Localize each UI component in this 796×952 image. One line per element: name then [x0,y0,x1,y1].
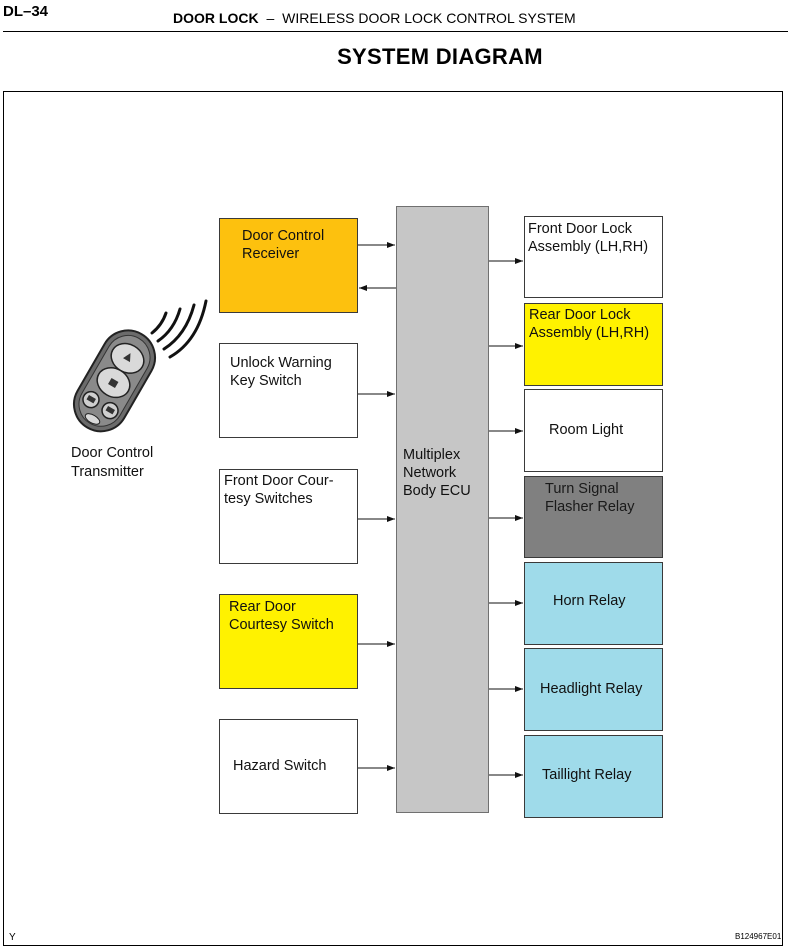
transmitter-label-line1: Door Control [71,445,154,461]
horn-line1: Horn Relay [553,593,626,609]
front-door-lock-box: Front Door Lock Assembly (LH,RH) [524,216,663,298]
diagram-frame [3,91,783,946]
rear-door-lock-box: Rear Door Lock Assembly (LH,RH) [524,303,663,386]
transmitter-label-line2: Transmitter [71,464,144,480]
unlock-warning-switch-box: Unlock Warning Key Switch [219,343,358,438]
transmitter-label: Door Control Transmitter [71,444,153,482]
turn-signal-line2: Flasher Relay [545,499,635,515]
ecu-line2: Network [403,465,457,481]
page-id: DL–34 [3,3,49,20]
horn-relay-box: Horn Relay [524,562,663,645]
rear-door-courtesy-switch-box: Rear Door Courtesy Switch [219,594,358,689]
corner-mark: Y [9,932,16,943]
body-ecu-box: Multiplex Network Body ECU [396,206,489,813]
unlock-warning-line1: Unlock Warning [230,355,332,371]
receiver-line1: Door Control [242,228,325,244]
room-light-line1: Room Light [549,422,624,438]
rear-courtesy-line1: Rear Door [229,599,296,615]
headlight-line1: Headlight Relay [540,681,643,697]
rear-courtesy-line2: Courtesy Switch [229,617,334,633]
front-lock-line1: Front Door Lock [528,221,632,237]
header-rule [3,31,788,32]
taillight-relay-box: Taillight Relay [524,735,663,818]
hazard-line1: Hazard Switch [233,758,327,774]
front-courtesy-line1: Front Door Cour- [224,473,334,489]
header-separator: – [266,10,275,26]
front-door-courtesy-switch-box: Front Door Cour- tesy Switches [219,469,358,564]
taillight-line1: Taillight Relay [542,767,632,783]
rear-lock-line1: Rear Door Lock [529,307,631,323]
door-control-receiver-box: Door Control Receiver [219,218,358,313]
rear-lock-line2: Assembly (LH,RH) [529,325,650,341]
hazard-switch-box: Hazard Switch [219,719,358,814]
turn-signal-line1: Turn Signal [545,481,619,497]
headlight-relay-box: Headlight Relay [524,648,663,731]
front-courtesy-line2: tesy Switches [224,491,313,507]
receiver-line2: Receiver [242,246,300,262]
ecu-line3: Body ECU [403,483,471,499]
ecu-line1: Multiplex [403,447,461,463]
unlock-warning-line2: Key Switch [230,373,302,389]
figure-code: B124967E01 [735,932,782,941]
header-subtitle: WIRELESS DOOR LOCK CONTROL SYSTEM [282,10,576,26]
header-title: DOOR LOCK – WIRELESS DOOR LOCK CONTROL S… [173,10,576,26]
header-section: DOOR LOCK [173,10,259,26]
front-lock-line2: Assembly (LH,RH) [528,239,649,255]
room-light-box: Room Light [524,389,663,472]
key-fob-remote-icon [73,299,208,433]
page-title: SYSTEM DIAGRAM [337,44,543,69]
turn-signal-flasher-relay-box: Turn Signal Flasher Relay [524,476,663,558]
